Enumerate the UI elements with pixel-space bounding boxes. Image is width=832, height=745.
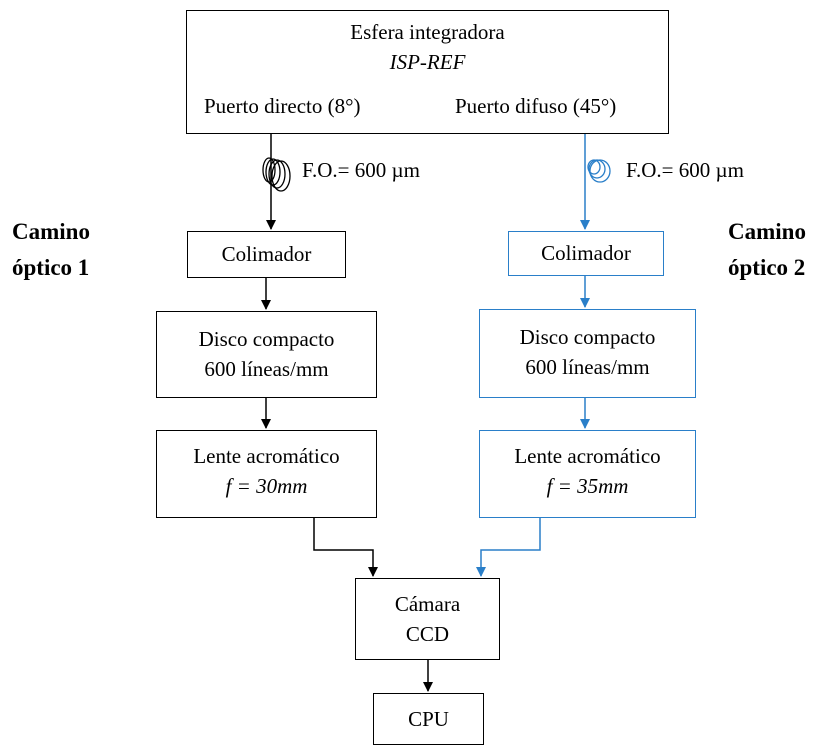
compact-disc-2-box: Disco compacto 600 líneas/mm [479, 309, 696, 398]
ccd-camera-line2: CCD [405, 622, 450, 646]
collimator-1-label: Colimador [221, 242, 312, 266]
compact-disc-1-line1: Disco compacto [198, 327, 335, 351]
port-diffuse-label: Puerto difuso (45°) [455, 94, 617, 118]
fiber-coil-right-icon [587, 159, 611, 183]
collimator-1-box: Colimador [187, 231, 346, 278]
arrow-lens2-camera [476, 518, 541, 577]
integrating-sphere-box: Esfera integradora ISP-REF [186, 10, 669, 134]
collimator-2-box: Colimador [508, 231, 664, 276]
compact-disc-1-line2: 600 líneas/mm [204, 357, 329, 381]
achromatic-lens-2-box: Lente acromático f = 35mm [479, 430, 696, 518]
compact-disc-2-line1: Disco compacto [519, 325, 656, 349]
achromatic-lens-1-line1: Lente acromático [193, 444, 340, 468]
side-label-path1-line2: óptico 1 [12, 255, 90, 280]
fiber-label-left: F.O.= 600 µm [302, 158, 420, 182]
arrow-lens1-camera [313, 518, 378, 577]
port-direct-label: Puerto directo (8°) [204, 94, 361, 118]
ccd-camera-box: Cámara CCD [355, 578, 500, 660]
cpu-label: CPU [408, 707, 449, 731]
sphere-model: ISP-REF [389, 50, 466, 74]
collimator-2-label: Colimador [541, 241, 631, 265]
side-label-path2-line1: Camino [728, 219, 806, 244]
compact-disc-2-line2: 600 líneas/mm [525, 355, 650, 379]
side-label-path2: Camino óptico 2 [728, 214, 806, 286]
ccd-camera-line1: Cámara [394, 592, 461, 616]
sphere-title: Esfera integradora [350, 20, 505, 44]
achromatic-lens-1-box: Lente acromático f = 30mm [156, 430, 377, 518]
fiber-label-right: F.O.= 600 µm [626, 158, 744, 182]
achromatic-lens-2-focal: f = 35mm [546, 474, 629, 498]
fiber-coil-left-icon [262, 157, 291, 192]
achromatic-lens-1-focal: f = 30mm [225, 474, 308, 498]
side-label-path2-line2: óptico 2 [728, 255, 806, 280]
compact-disc-1-box: Disco compacto 600 líneas/mm [156, 311, 377, 398]
achromatic-lens-2-line1: Lente acromático [514, 444, 661, 468]
side-label-path1: Camino óptico 1 [12, 214, 90, 286]
cpu-box: CPU [373, 693, 484, 745]
side-label-path1-line1: Camino [12, 219, 90, 244]
